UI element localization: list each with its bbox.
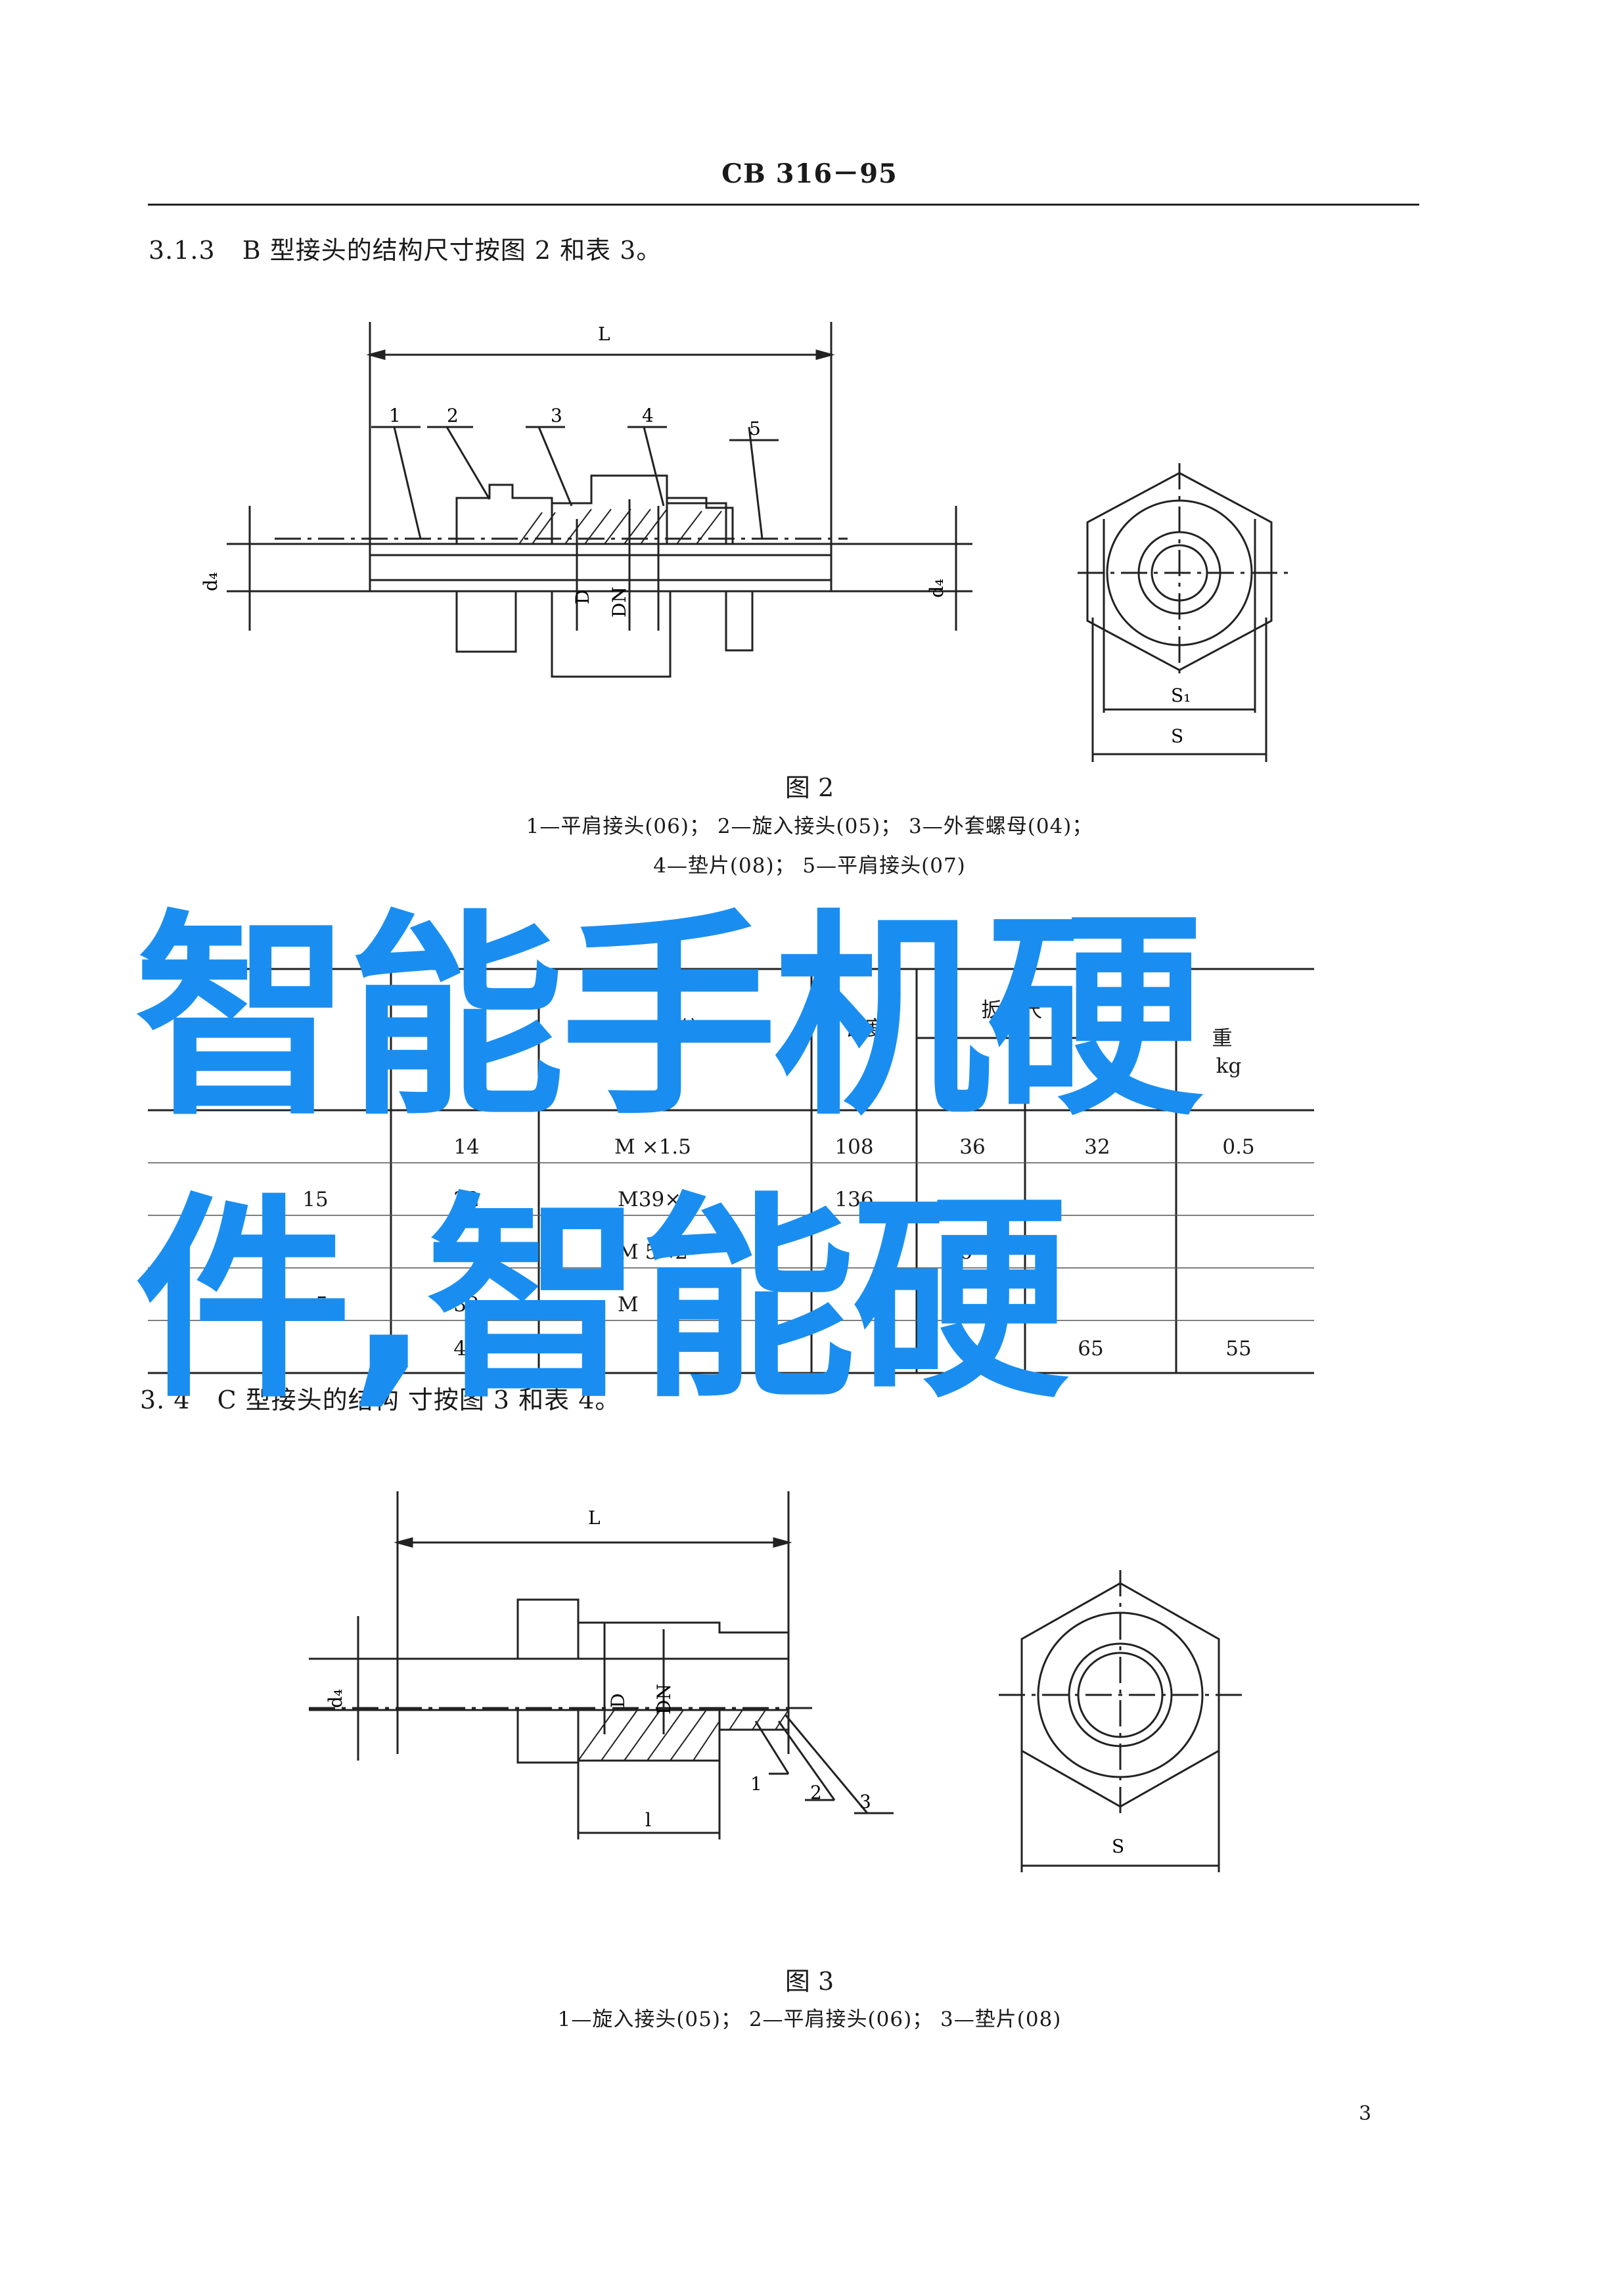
table-cell: 42 xyxy=(453,1337,480,1361)
table-cell: 36 xyxy=(959,1135,986,1159)
table-header-2: 纹 xyxy=(679,1017,700,1041)
fig2-d4-left: d₄ xyxy=(200,572,221,591)
fig2-S1-label: S₁ xyxy=(1171,685,1191,706)
table-cell: 32 xyxy=(453,1293,480,1317)
table-header-2-sub: D xyxy=(665,1051,682,1075)
header-rule xyxy=(148,204,1419,206)
table-cell: M xyxy=(618,1293,639,1317)
table-header-3: 长度 xyxy=(844,1017,884,1041)
overlay-headline-line2: 件,智能硬 xyxy=(135,1175,1068,1427)
table-header-5-sub: kg xyxy=(1216,1054,1242,1078)
fig2-part-2: 2 xyxy=(447,405,459,426)
fig3-length-label: L xyxy=(588,1507,601,1529)
clause-number: 3.1.3 xyxy=(148,236,216,265)
table-cell: 5 xyxy=(315,1293,329,1317)
figure-3-legend: 1—旋入接头(05)； 2—平肩接头(06)； 3—垫片(08) xyxy=(557,2008,1062,2031)
fig3-DN-label: DN xyxy=(653,1684,675,1715)
fig2-DN-label: DN xyxy=(608,587,630,618)
fig2-part-3: 3 xyxy=(551,405,562,426)
clause-text: C 型接头的结构 寸按图 3 和表 4。 xyxy=(217,1385,621,1414)
figure-2-legend-line2: 4—垫片(08)； 5—平肩接头(07) xyxy=(653,854,966,878)
fig2-length-label: L xyxy=(598,323,610,345)
table-cell: 0.5 xyxy=(1222,1135,1255,1159)
table-cell: 108 xyxy=(834,1135,874,1159)
table-cell: 56 xyxy=(946,1240,972,1264)
standard-number: CB 316－95 xyxy=(721,158,898,189)
fig2-S-label: S xyxy=(1171,725,1183,747)
fig3-part-1: 1 xyxy=(750,1773,762,1795)
page-number: 3 xyxy=(1359,2102,1372,2125)
fig3-l-label: l xyxy=(645,1809,651,1831)
fig2-part-1: 1 xyxy=(389,405,401,426)
clause-text: B 型接头的结构尺寸按图 2 和表 3。 xyxy=(242,236,662,265)
figure-2-drawing: L 1 2 3 4 5 d₄ d₄ D DN S₁ S xyxy=(200,322,1288,762)
fig2-part-5: 5 xyxy=(749,418,761,439)
table-header-1: 伸 xyxy=(417,1017,438,1041)
fig3-d4-left: d₄ xyxy=(325,1689,346,1708)
figure-2-title: 图 2 xyxy=(785,773,834,802)
table-cell: 32 xyxy=(1084,1135,1110,1159)
table-cell: 15 xyxy=(302,1188,329,1211)
fig3-D-label: D xyxy=(607,1694,629,1708)
table-cell: 22 xyxy=(453,1188,480,1211)
fig2-D-label: D xyxy=(572,590,593,604)
fig3-part-2: 2 xyxy=(810,1782,822,1803)
table-cell: 65 xyxy=(1078,1337,1104,1361)
figure-2-legend-line1: 1—平肩接头(06)； 2—旋入接头(05)； 3—外套螺母(04)； xyxy=(526,815,1093,838)
fig3-S-label: S xyxy=(1112,1835,1124,1857)
fig2-part-4: 4 xyxy=(642,405,654,426)
table-cell: M 5×2 xyxy=(618,1240,689,1264)
overlay-headline-line1: 智能手机硬 xyxy=(135,892,1203,1144)
figure-3-title: 图 3 xyxy=(785,1967,834,1996)
clause-314: 3. 4 C 型接头的结构 寸按图 3 和表 4。 xyxy=(140,1380,620,1416)
table-cell: M ×1.5 xyxy=(614,1135,691,1159)
fig2-d4-right: d₄ xyxy=(926,579,947,598)
fig3-part-3: 3 xyxy=(859,1791,871,1812)
clause-313: 3.1.3 B 型接头的结构尺寸按图 2 和表 3。 xyxy=(148,230,662,266)
figure-3-drawing: L l 1 2 3 d₄ D DN S xyxy=(309,1491,1242,1872)
table-cell: M39×2 xyxy=(618,1188,695,1211)
table-cell: 14 xyxy=(453,1135,480,1159)
table-cell: 136 xyxy=(834,1188,874,1211)
table-3-grid xyxy=(148,968,1314,1374)
table-cell: 55 xyxy=(1225,1337,1252,1361)
table-header-4: 扳手尺 xyxy=(981,999,1043,1022)
clause-number: 3. 4 xyxy=(140,1385,191,1414)
table-header-5: 重 xyxy=(1212,1027,1233,1050)
table-cell: 28 xyxy=(453,1240,480,1264)
